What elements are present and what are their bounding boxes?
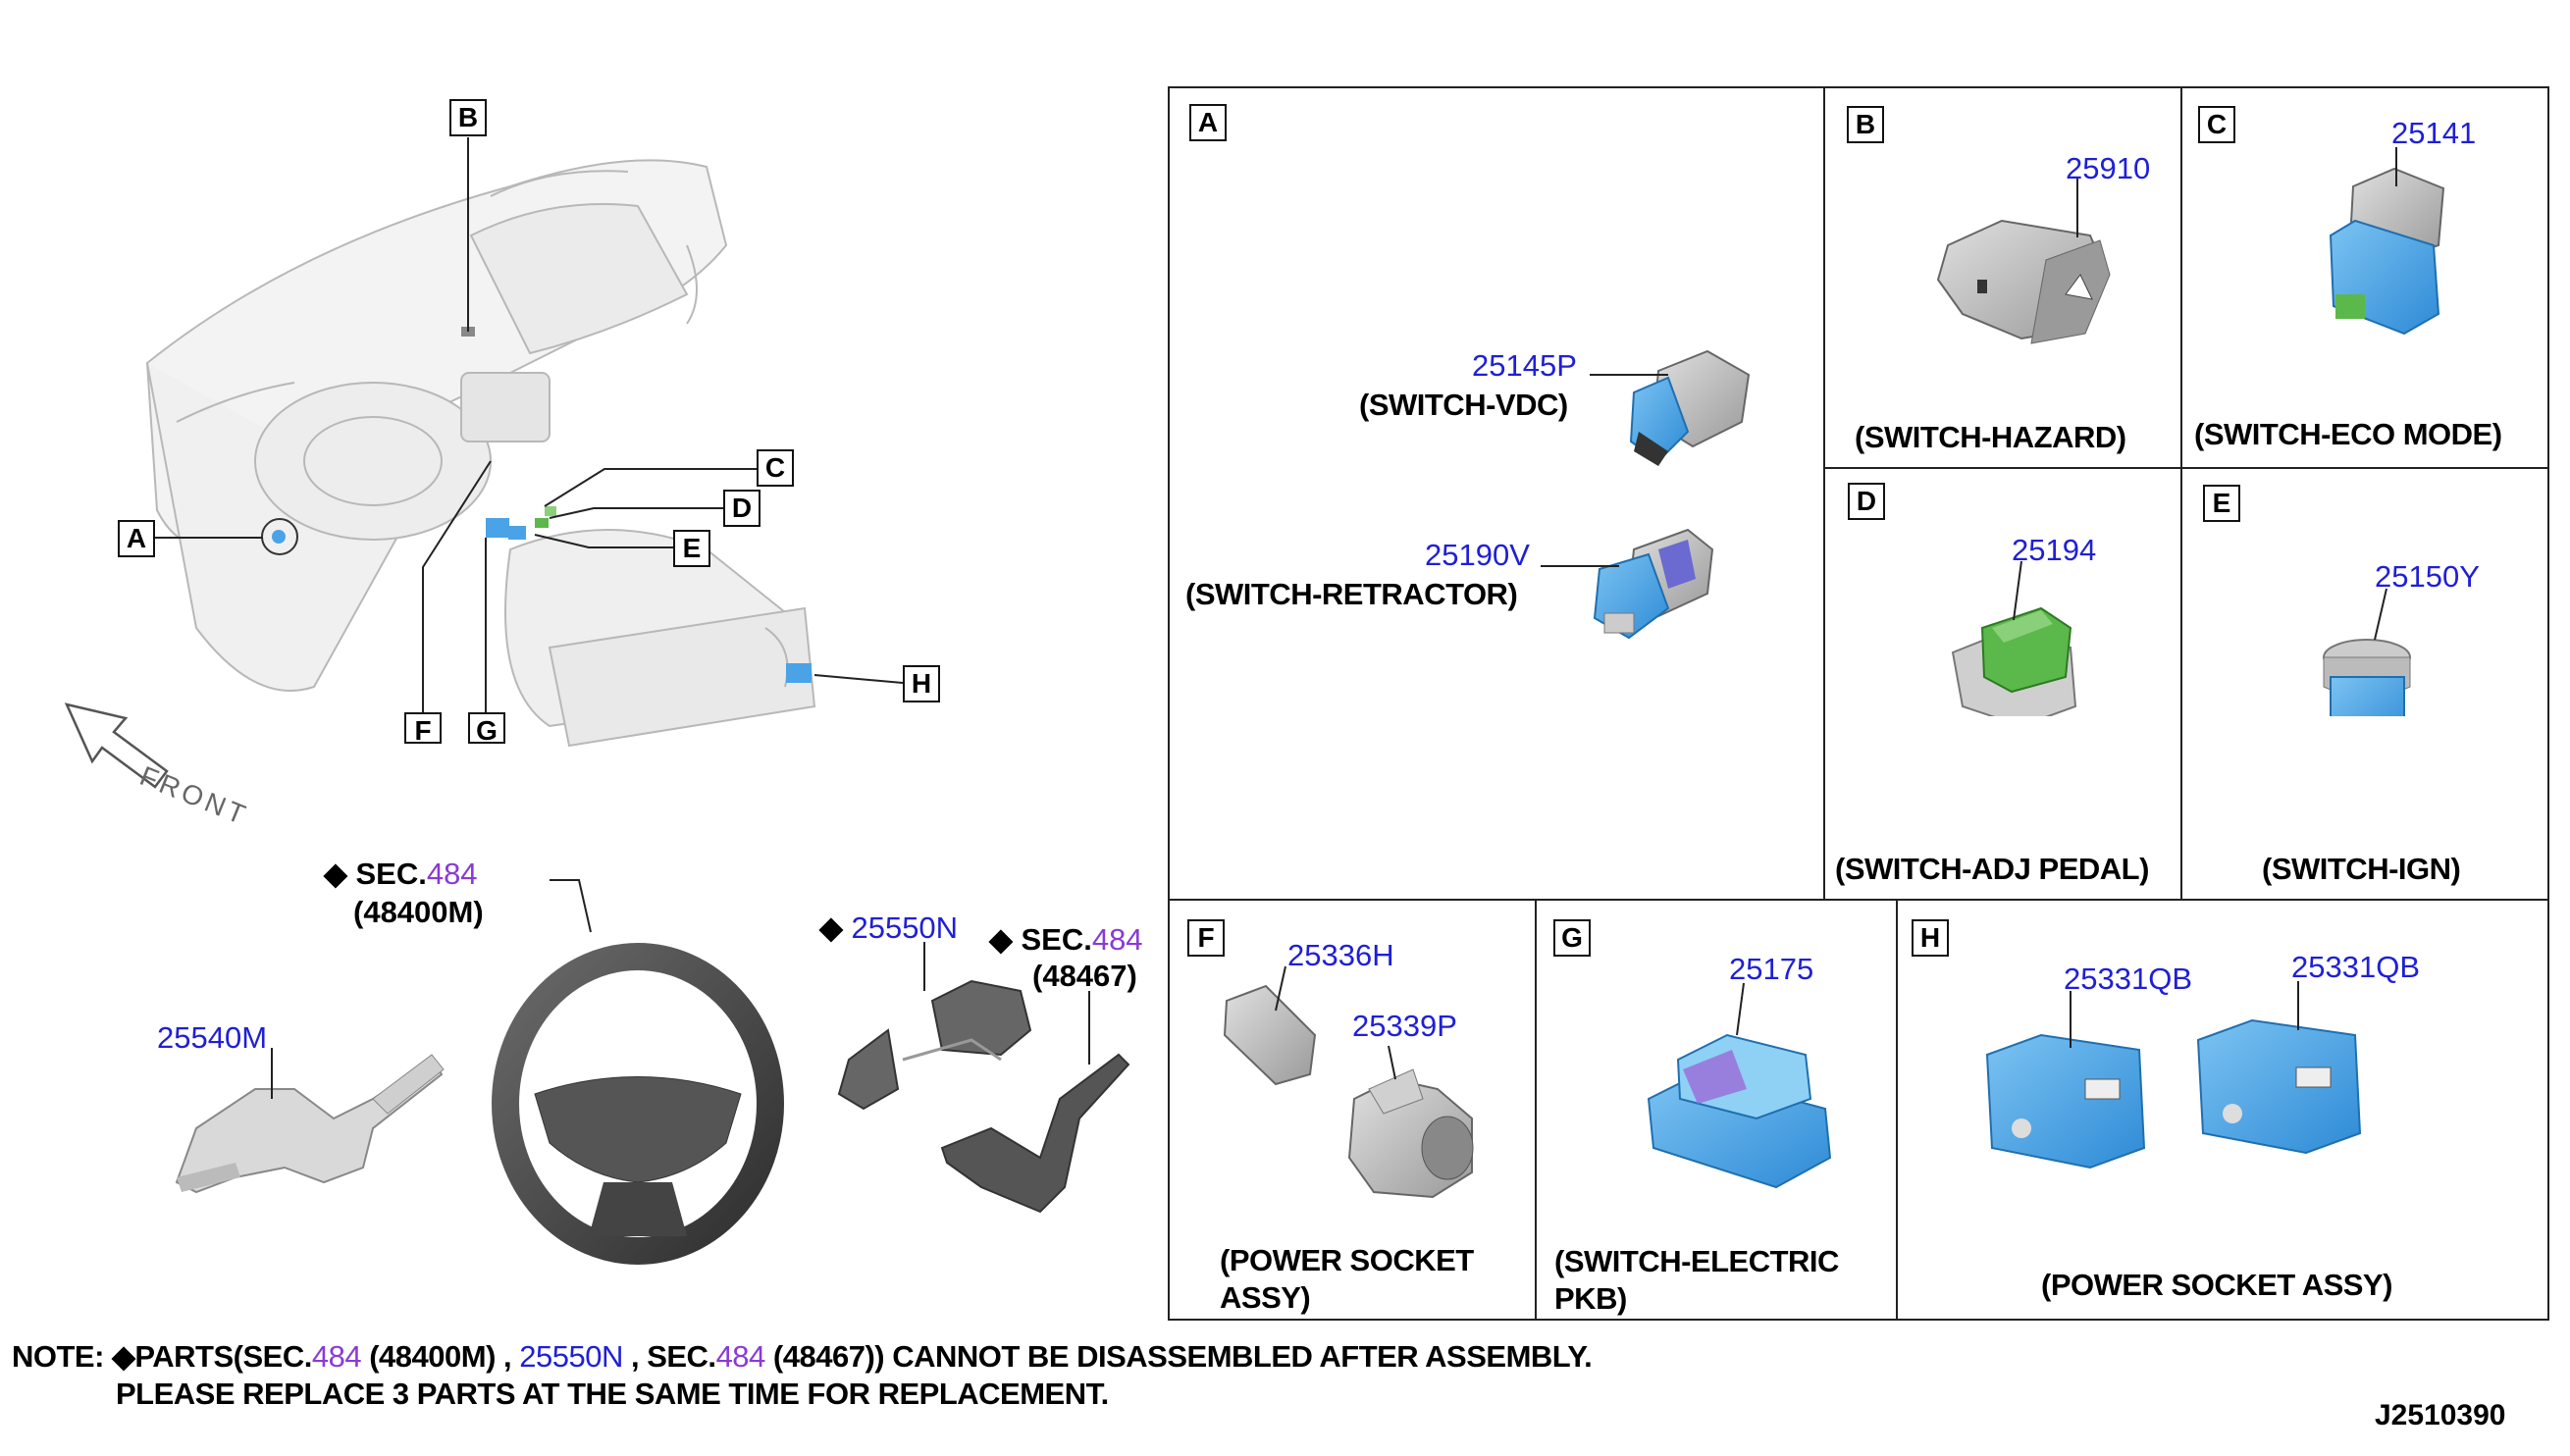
part-number-25910[interactable]: 25910 [2066, 151, 2151, 185]
desc-power-socket-line1: (POWER SOCKET [1220, 1243, 1474, 1277]
steering-wheel-part: (48400M) [353, 895, 484, 929]
section-E-panel [2180, 467, 2549, 901]
note-sec-prefix: , SEC. [630, 1339, 716, 1374]
leader-25175 [1736, 982, 1745, 1036]
part-number-25331QB-2[interactable]: 25331QB [2291, 950, 2420, 984]
desc-switch-electric-pkb-line1: (SWITCH-ELECTRIC [1554, 1244, 1839, 1278]
overview-leader-lines [153, 137, 904, 722]
section-H-letter: H [1912, 919, 1949, 957]
leader-25194 [2013, 560, 2022, 621]
note-label: NOTE: [12, 1339, 104, 1374]
switch-electric-pkb-illustration [1647, 1033, 1832, 1189]
steering-finisher-illustration [940, 1053, 1130, 1214]
overview-callout-B[interactable]: B [449, 99, 487, 136]
section-B-panel [1823, 86, 2182, 469]
section-A-letter: A [1189, 104, 1227, 141]
section-A-panel [1168, 86, 1825, 901]
desc-switch-ign: (SWITCH-IGN) [2262, 852, 2461, 886]
section-D-panel [1823, 467, 2182, 901]
finisher-sec-ref[interactable]: ◆ SEC.484 [989, 922, 1143, 958]
steering-wheel-illustration [492, 943, 784, 1265]
switch-hazard-illustration [1936, 219, 2111, 344]
part-number-25336H[interactable]: 25336H [1287, 938, 1394, 972]
note-sec-484-a[interactable]: 484 [311, 1339, 362, 1374]
leader-25339P [1388, 1045, 1396, 1080]
diamond-icon: ◆ [112, 1339, 135, 1374]
sec-number-484[interactable]: 484 [1091, 922, 1143, 957]
desc-switch-hazard: (SWITCH-HAZARD) [1855, 420, 2126, 454]
leader-25150Y [2374, 588, 2387, 641]
desc-switch-vdc: (SWITCH-VDC) [1359, 388, 1568, 422]
switch-eco-mode-illustration [2329, 167, 2445, 336]
power-socket-illustration [1223, 984, 1474, 1199]
desc-switch-eco-mode: (SWITCH-ECO MODE) [2194, 417, 2502, 451]
overview-callout-D[interactable]: D [723, 490, 761, 527]
power-socket-assy-illustration-2 [2196, 1018, 2362, 1155]
diagram-id: J2510390 [2375, 1399, 2506, 1431]
note-parts-prefix: PARTS(SEC. [134, 1339, 312, 1374]
note-part-48400M: (48400M) , [369, 1339, 512, 1374]
diamond-icon: ◆ [819, 910, 843, 945]
section-F-letter: F [1187, 919, 1225, 957]
diamond-icon: ◆ [324, 857, 347, 891]
leader-48400M [550, 879, 592, 933]
section-H-panel [1896, 899, 2549, 1321]
desc-power-socket-assy: (POWER SOCKET ASSY) [2041, 1268, 2392, 1302]
section-B-letter: B [1847, 106, 1884, 143]
steering-wheel-sec-ref[interactable]: ◆ SEC.484 [324, 857, 478, 892]
section-E-letter: E [2203, 485, 2240, 522]
part-number-25141[interactable]: 25141 [2391, 116, 2477, 150]
front-arrow-icon [64, 702, 169, 789]
note-part-48467: (48467) [772, 1339, 875, 1374]
overview-callout-C[interactable]: C [757, 449, 794, 487]
switch-vdc-illustration [1629, 349, 1751, 466]
note-part-25550N[interactable]: 25550N [519, 1339, 623, 1374]
note-line-1: NOTE: ◆PARTS(SEC.484 (48400M) , 25550N ,… [12, 1339, 1593, 1375]
switch-adj-pedal-illustration [1951, 606, 2077, 728]
overview-callout-H[interactable]: H [903, 665, 940, 702]
part-number-25145P[interactable]: 25145P [1472, 348, 1577, 383]
overview-callout-G[interactable]: G [468, 712, 505, 744]
part-number-25175[interactable]: 25175 [1729, 952, 1814, 986]
power-socket-assy-illustration-1 [1985, 1033, 2146, 1170]
part-number-25150Y[interactable]: 25150Y [2375, 559, 2480, 594]
section-G-letter: G [1553, 919, 1591, 957]
switch-retractor-illustration [1593, 528, 1714, 640]
combination-switch-illustration [175, 1054, 445, 1194]
desc-switch-adj-pedal: (SWITCH-ADJ PEDAL) [1835, 852, 2149, 886]
finisher-part: (48467) [1032, 959, 1137, 993]
part-number-25339P[interactable]: 25339P [1352, 1009, 1457, 1043]
part-number-25540M[interactable]: 25540M [157, 1020, 268, 1055]
overview-callout-F[interactable]: F [404, 712, 442, 744]
sec-prefix: SEC. [355, 857, 427, 891]
part-number-25550N[interactable]: 25550N [851, 910, 959, 945]
overview-callout-A[interactable]: A [118, 520, 155, 557]
desc-power-socket-line2: ASSY) [1220, 1280, 1311, 1315]
leader-25336H [1275, 965, 1286, 1012]
note-sec-484-b[interactable]: 484 [715, 1339, 766, 1374]
overview-callout-E[interactable]: E [673, 530, 710, 567]
part-number-25190V[interactable]: 25190V [1425, 538, 1530, 572]
steering-switch-illustration [837, 979, 1032, 1111]
note-tail: ) CANNOT BE DISASSEMBLED AFTER ASSEMBLY. [874, 1339, 1593, 1374]
part-number-25331QB-1[interactable]: 25331QB [2064, 962, 2192, 996]
section-C-panel [2180, 86, 2549, 469]
sec-number-484[interactable]: 484 [426, 857, 478, 891]
steering-switch-ref[interactable]: ◆ 25550N [819, 910, 958, 946]
sec-prefix: SEC. [1021, 922, 1092, 957]
dashboard-overview-illustration [145, 159, 816, 748]
desc-switch-retractor: (SWITCH-RETRACTOR) [1185, 577, 1518, 611]
desc-switch-electric-pkb-line2: PKB) [1554, 1281, 1627, 1316]
section-C-letter: C [2198, 106, 2235, 143]
section-D-letter: D [1848, 483, 1885, 520]
part-number-25194[interactable]: 25194 [2012, 533, 2097, 567]
diamond-icon: ◆ [989, 922, 1013, 957]
note-line-2: PLEASE REPLACE 3 PARTS AT THE SAME TIME … [116, 1377, 1109, 1411]
watermark-strip [1158, 716, 2551, 775]
